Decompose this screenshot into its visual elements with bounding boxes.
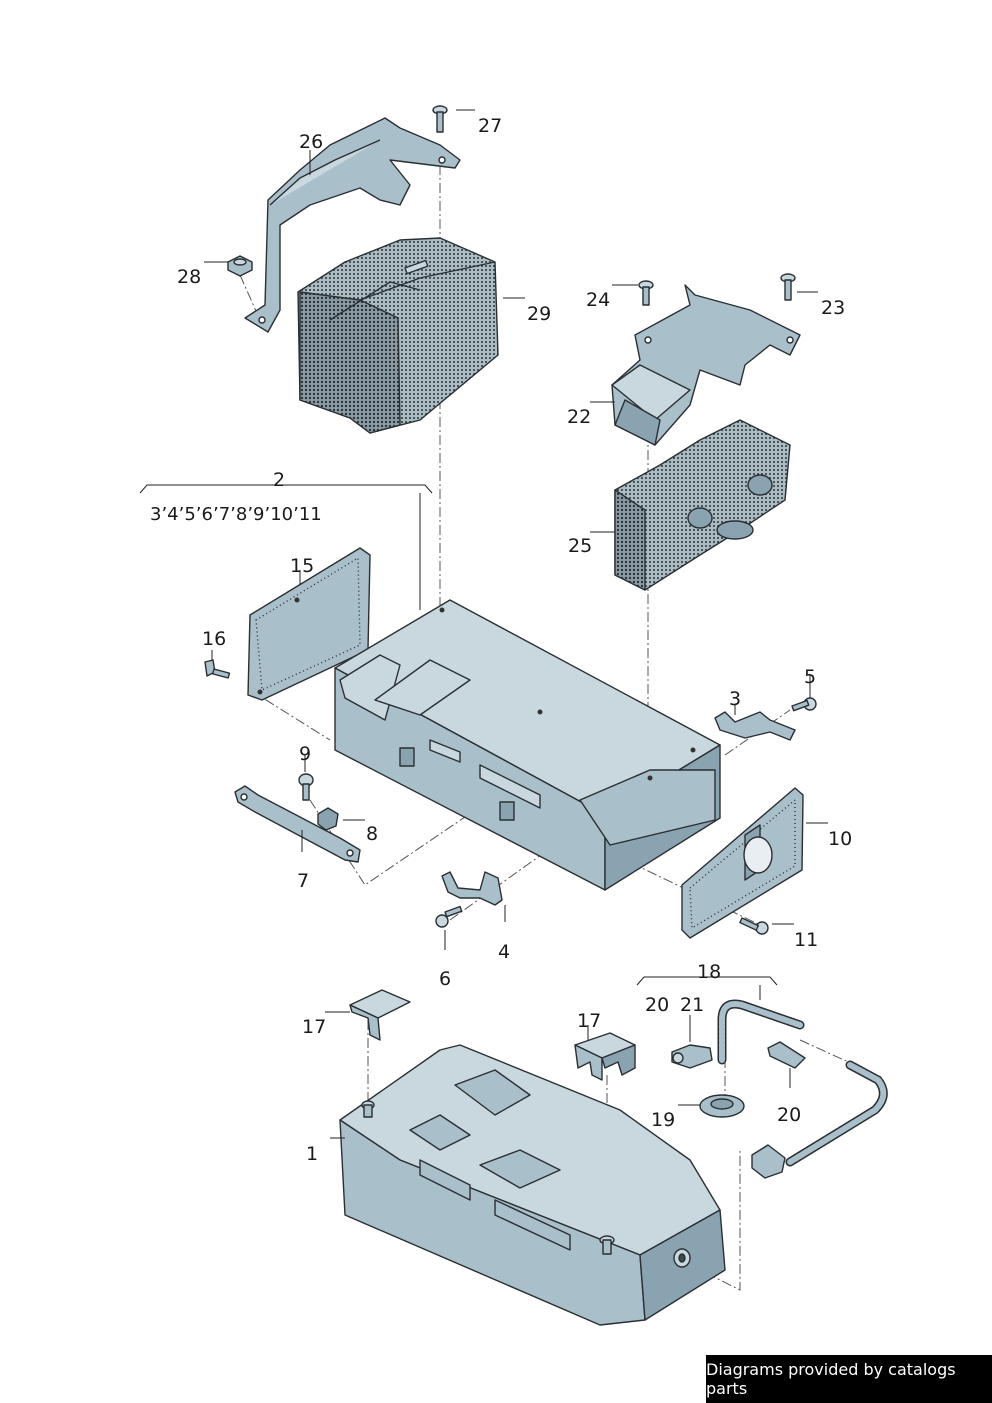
callout-17-right: 17 — [577, 1010, 601, 1032]
callout-labels: 1 2 3’4’5’6’7’8’9’10’11 3 4 5 6 7 8 9 10… — [150, 115, 852, 1165]
callout-3: 3 — [729, 688, 741, 710]
bolt-9 — [298, 773, 314, 801]
callout-27: 27 — [478, 115, 502, 137]
upper-bracket — [244, 117, 461, 333]
callout-25: 25 — [568, 535, 592, 557]
callout-26: 26 — [299, 131, 323, 153]
callout-10: 10 — [828, 828, 852, 850]
callout-2: 2 — [273, 469, 285, 491]
bolt-27 — [432, 105, 448, 133]
end-plate-10 — [681, 787, 804, 939]
callout-19: 19 — [651, 1109, 675, 1131]
callout-28: 28 — [177, 266, 201, 288]
callout-11: 11 — [794, 929, 818, 951]
clip-17-left — [349, 989, 411, 1041]
callout-17-left: 17 — [302, 1016, 326, 1038]
battery-housing-2 — [334, 599, 721, 891]
bracket-3 — [714, 711, 796, 741]
grommet-19 — [699, 1094, 745, 1118]
callout-21: 21 — [680, 994, 704, 1016]
callout-23: 23 — [821, 297, 845, 319]
clamp-21 — [671, 1044, 713, 1069]
callout-5: 5 — [804, 666, 816, 688]
screw-5 — [791, 697, 817, 712]
cable-assembly-18 — [717, 999, 888, 1179]
callout-16: 16 — [202, 628, 226, 650]
nut-28 — [227, 255, 253, 277]
callout-9: 9 — [299, 743, 311, 765]
callout-20-left: 20 — [645, 994, 669, 1016]
callout-18: 18 — [697, 961, 721, 983]
callout-7: 7 — [297, 870, 309, 892]
callout-8: 8 — [366, 823, 378, 845]
cover-bracket-22 — [611, 284, 801, 446]
leader-lines — [139, 109, 828, 1139]
callout-4: 4 — [498, 941, 510, 963]
screw-23 — [780, 273, 796, 301]
foam-insulation-25 — [614, 419, 791, 591]
callout-1: 1 — [306, 1143, 318, 1165]
footer-credit: Diagrams provided by catalogs parts — [706, 1355, 992, 1403]
clip-17-right — [574, 1032, 636, 1081]
screw-16 — [204, 659, 231, 679]
clip-8 — [317, 807, 339, 831]
callout-24: 24 — [586, 289, 610, 311]
battery-unit-1 — [339, 1044, 726, 1326]
bracket-4 — [441, 871, 503, 906]
callout-22: 22 — [567, 406, 591, 428]
callout-6: 6 — [439, 968, 451, 990]
screw-24 — [638, 280, 654, 306]
footer-credit-text: Diagrams provided by catalogs parts — [706, 1360, 956, 1398]
screw-6 — [435, 905, 463, 928]
foam-insulation-29 — [297, 237, 499, 434]
callout-2-subparts: 3’4’5’6’7’8’9’10’11 — [150, 504, 322, 525]
callout-29: 29 — [527, 303, 551, 325]
rail-7 — [234, 785, 361, 863]
clip-20 — [767, 1041, 806, 1069]
callout-15: 15 — [290, 555, 314, 577]
screw-11 — [739, 917, 769, 935]
callout-20-right: 20 — [777, 1104, 801, 1126]
